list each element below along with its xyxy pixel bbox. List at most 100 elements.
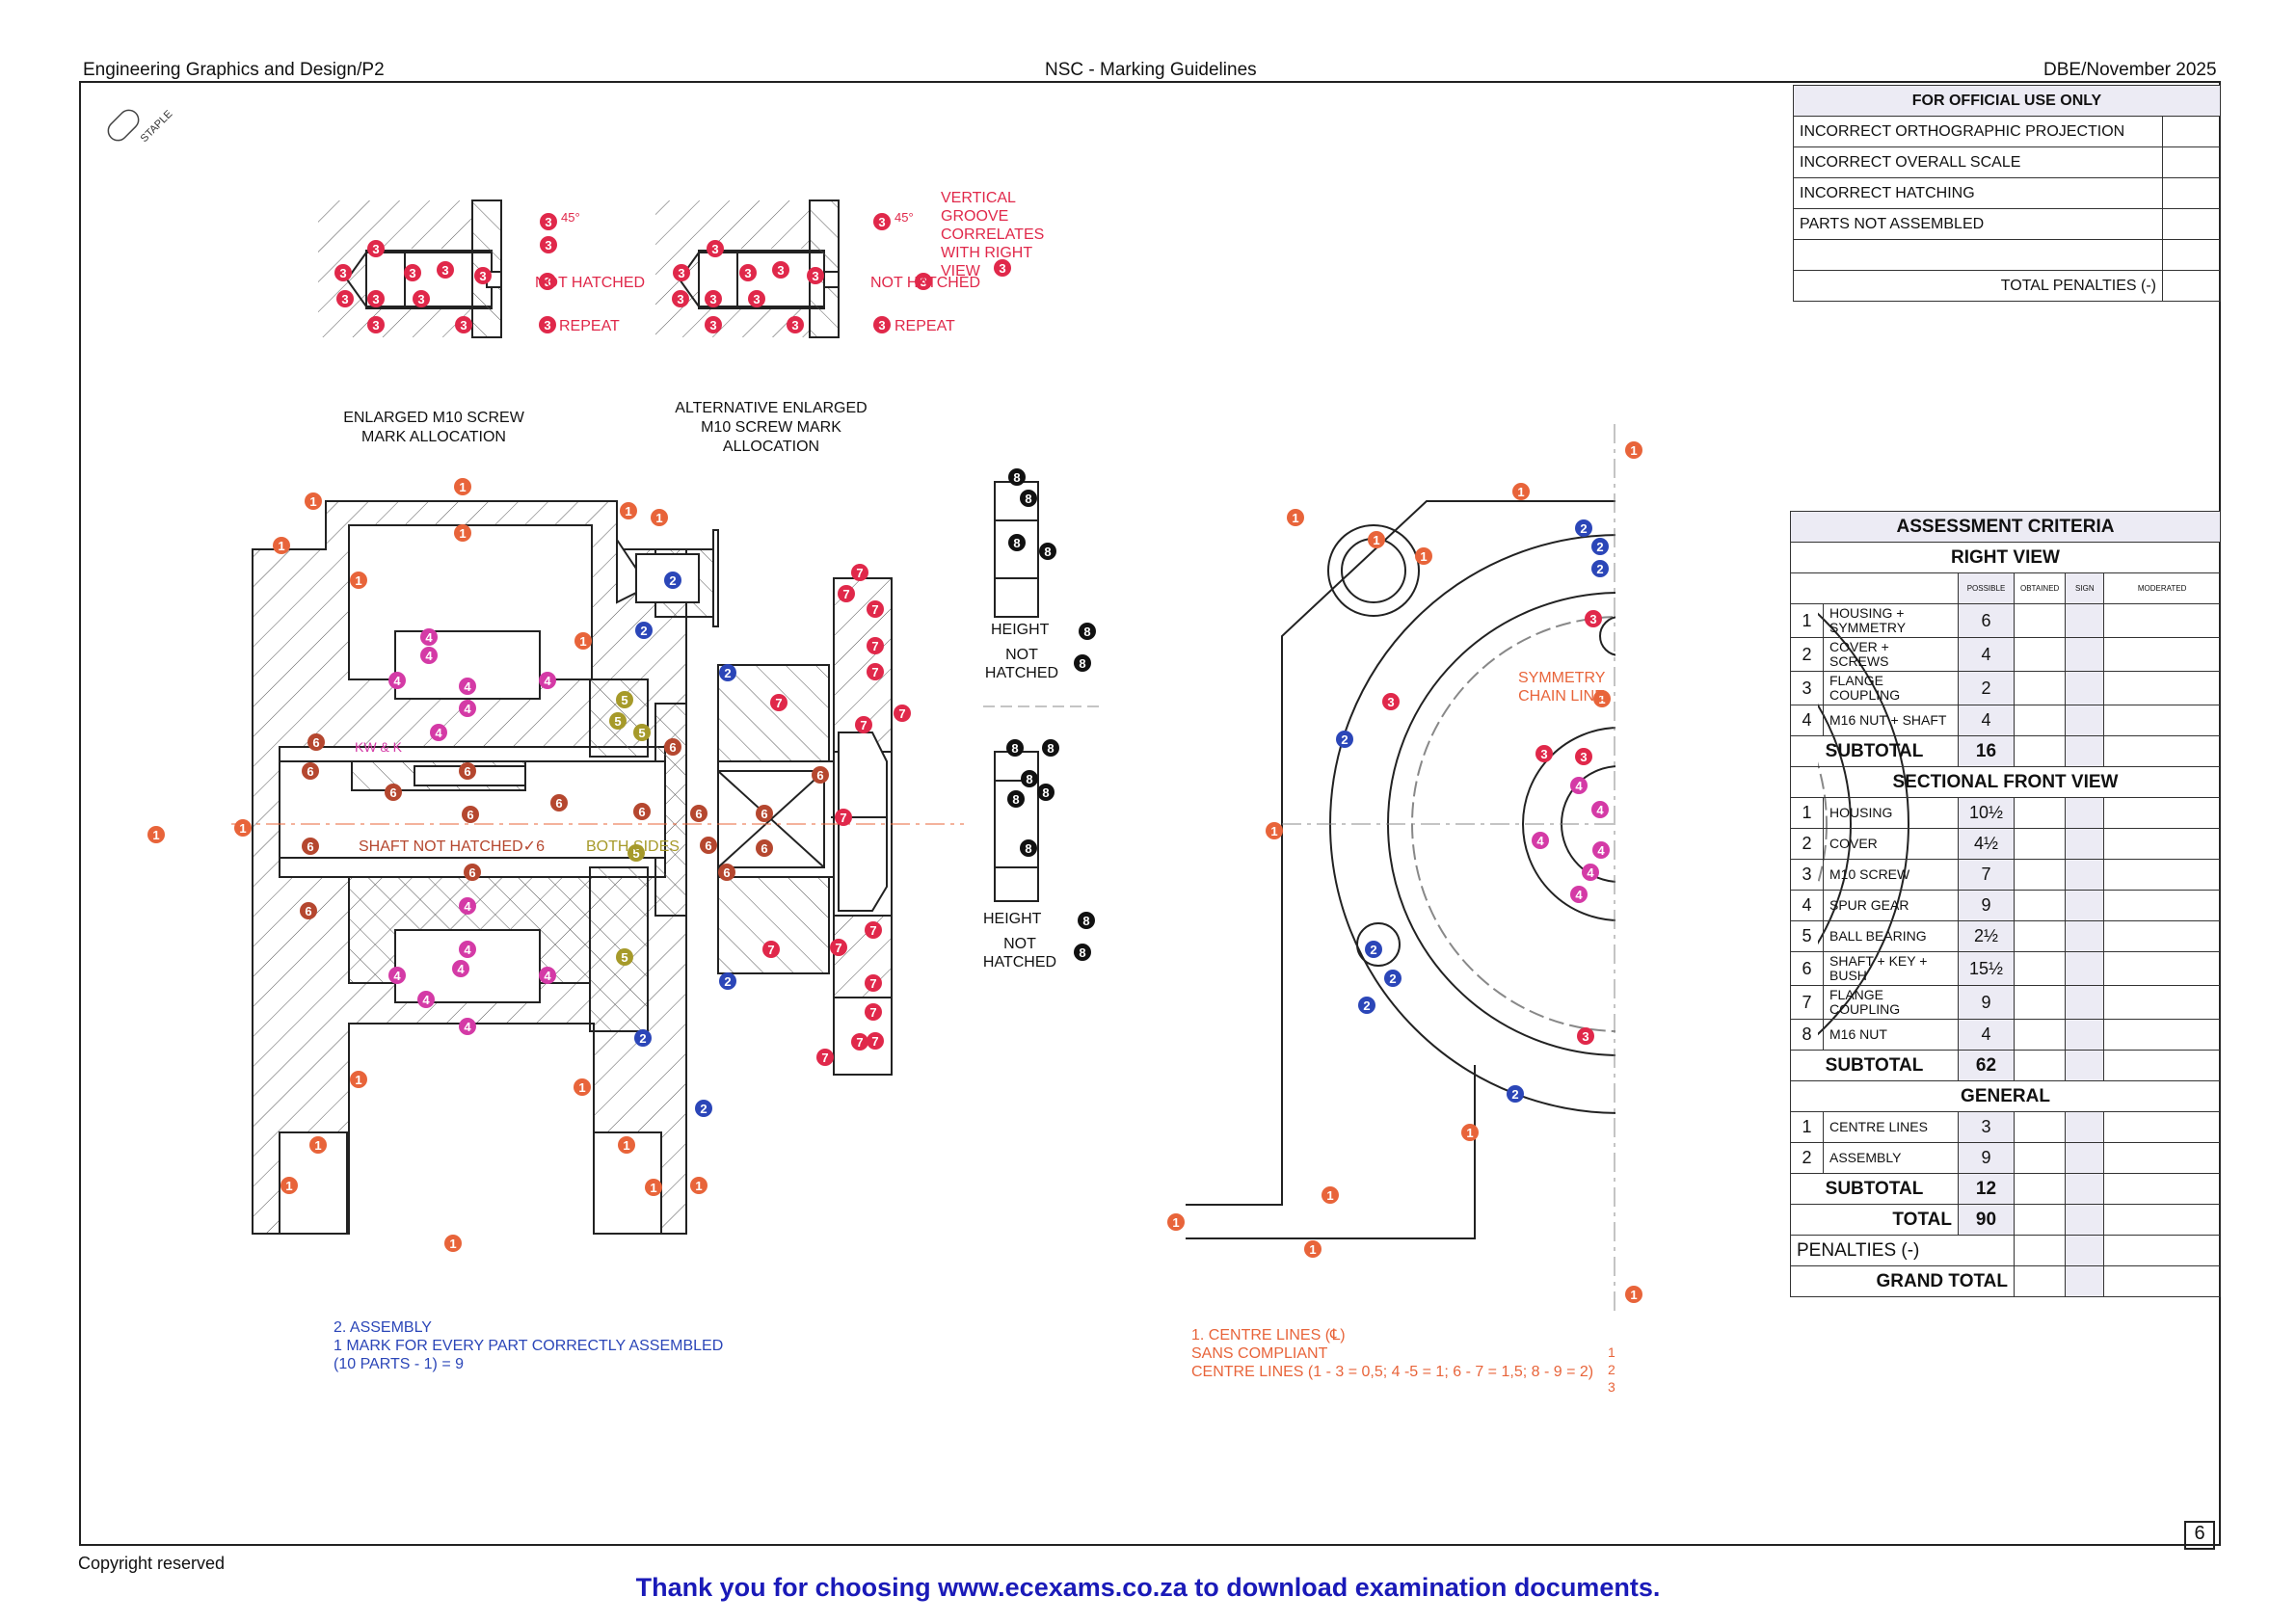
sfv-subtotal-label: SUBTOTAL (1790, 1050, 1959, 1081)
criteria-row-marks: 3 (1958, 1111, 2015, 1143)
svg-text:1: 1 (309, 494, 316, 509)
copyright: Copyright reserved (78, 1554, 226, 1573)
moderated-cell[interactable] (2103, 671, 2221, 705)
moderated-cell[interactable] (2103, 951, 2221, 986)
mark-badge-6: 6 (690, 805, 707, 822)
obtained-cell[interactable] (2013, 859, 2067, 891)
official-row: PARTS NOT ASSEMBLED (1793, 208, 2163, 240)
obtained-cell[interactable] (2013, 1019, 2067, 1051)
svg-text:7: 7 (840, 811, 846, 825)
vertical-groove-note: VERTICAL GROOVE CORRELATES WITH RIGHT VI… (941, 190, 1045, 279)
moderated-cell[interactable] (2103, 985, 2221, 1020)
criteria-row-number: 7 (1790, 985, 1824, 1020)
mark-badge-3: 3 (539, 273, 556, 290)
moderated-cell[interactable] (2103, 828, 2221, 860)
obtained-cell[interactable] (2013, 1111, 2067, 1143)
sign-cell[interactable] (2065, 1111, 2105, 1143)
moderated-cell[interactable] (2103, 1142, 2221, 1174)
svg-text:8: 8 (1011, 741, 1018, 756)
obtained-cell[interactable] (2013, 890, 2067, 921)
svg-text:6: 6 (307, 764, 313, 779)
obtained-cell[interactable] (2013, 828, 2067, 860)
criteria-row-item: CENTRE LINES (1823, 1111, 1959, 1143)
moderated-cell[interactable] (2103, 890, 2221, 921)
mark-badge-1: 1 (234, 819, 252, 837)
moderated-cell[interactable] (2103, 797, 2221, 829)
sign-cell[interactable] (2065, 705, 2105, 736)
sign-cell[interactable] (2065, 603, 2105, 638)
svg-text:2: 2 (1363, 998, 1370, 1013)
svg-text:4: 4 (464, 1020, 471, 1034)
sign-cell[interactable] (2065, 1019, 2105, 1051)
obtained-cell[interactable] (2013, 705, 2067, 736)
svg-text:4: 4 (393, 969, 401, 983)
svg-text:1: 1 (579, 634, 586, 649)
sign-cell[interactable] (2065, 951, 2105, 986)
mark-badge-3: 3 (540, 236, 557, 253)
obtained-cell[interactable] (2013, 797, 2067, 829)
mark-badge-7: 7 (851, 564, 868, 581)
mark-badge-7: 7 (894, 705, 911, 722)
moderated-cell[interactable] (2103, 859, 2221, 891)
sign-cell[interactable] (2065, 920, 2105, 952)
sign-cell[interactable] (2065, 797, 2105, 829)
moderated-cell[interactable] (2103, 603, 2221, 638)
mark-badge-3: 3 (1382, 693, 1400, 710)
criteria-row-number: 2 (1790, 637, 1824, 672)
mark-badge-4: 4 (388, 672, 406, 689)
svg-text:1: 1 (1420, 549, 1427, 564)
mark-badge-2: 2 (1507, 1085, 1524, 1103)
deg45-label-2: 45° (894, 210, 914, 225)
repeat-label-2: REPEAT (894, 318, 955, 334)
moderated-cell[interactable] (2103, 920, 2221, 952)
svg-text:3: 3 (777, 263, 784, 278)
mark-badge-4: 4 (459, 897, 476, 915)
sign-cell[interactable] (2065, 637, 2105, 672)
mark-badge-2: 2 (719, 972, 736, 990)
sign-cell[interactable] (2065, 890, 2105, 921)
criteria-row-marks: 15½ (1958, 951, 2015, 986)
svg-text:3: 3 (1589, 612, 1596, 626)
svg-text:8: 8 (1079, 945, 1085, 960)
sign-cell[interactable] (2065, 985, 2105, 1020)
moderated-cell[interactable] (2103, 1019, 2221, 1051)
sign-cell[interactable] (2065, 671, 2105, 705)
svg-text:3: 3 (1582, 1029, 1589, 1044)
mark-badge-3: 3 (1577, 1027, 1594, 1045)
rv-subtotal: 16 (1958, 735, 2015, 767)
obtained-cell[interactable] (2013, 1142, 2067, 1174)
svg-text:5: 5 (632, 846, 639, 861)
svg-text:2: 2 (1596, 540, 1603, 554)
mark-badge-6: 6 (756, 839, 773, 857)
svg-text:6: 6 (305, 904, 311, 918)
moderated-cell[interactable] (2103, 1111, 2221, 1143)
obtained-cell[interactable] (2013, 603, 2067, 638)
criteria-row-marks: 9 (1958, 985, 2015, 1020)
svg-text:8: 8 (1082, 914, 1089, 928)
sign-cell[interactable] (2065, 828, 2105, 860)
criteria-row-number: 1 (1790, 603, 1824, 638)
svg-text:4: 4 (1596, 803, 1604, 817)
mark-badge-1: 1 (1266, 822, 1283, 839)
svg-text:7: 7 (835, 941, 841, 955)
obtained-cell[interactable] (2013, 985, 2067, 1020)
obtained-cell[interactable] (2013, 671, 2067, 705)
obtained-cell[interactable] (2013, 637, 2067, 672)
both-sides-label: BOTH SIDES (586, 838, 680, 855)
svg-text:1: 1 (1270, 824, 1277, 838)
svg-text:8: 8 (1083, 625, 1090, 639)
moderated-cell[interactable] (2103, 637, 2221, 672)
official-row (1793, 239, 2163, 271)
sign-cell[interactable] (2065, 859, 2105, 891)
obtained-cell[interactable] (2013, 951, 2067, 986)
sign-cell[interactable] (2065, 1142, 2105, 1174)
svg-text:4: 4 (1587, 865, 1594, 880)
mark-badge-6: 6 (464, 864, 481, 881)
criteria-row-number: 4 (1790, 705, 1824, 736)
mark-badge-7: 7 (867, 637, 884, 654)
obtained-cell[interactable] (2013, 920, 2067, 952)
moderated-cell[interactable] (2103, 705, 2221, 736)
